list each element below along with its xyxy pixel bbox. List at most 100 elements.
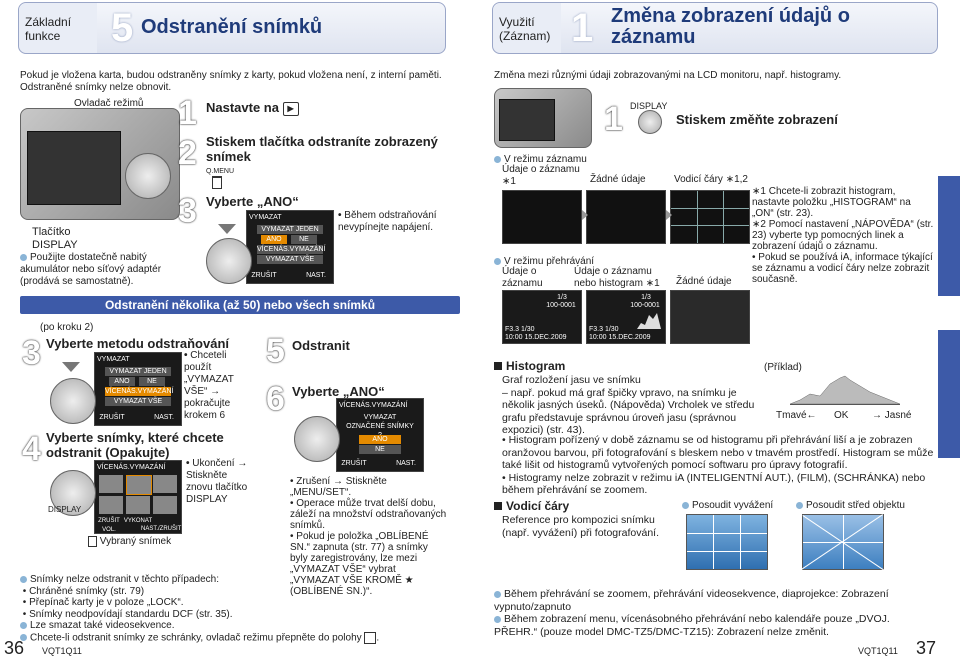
rec-label-none: Žádné údaje <box>590 174 646 185</box>
footnote-2: ∗2 Pomocí nastavení „NÁPOVĚDA“ (str. 23)… <box>752 219 934 252</box>
histogram-bullets: • Histogram pořízený v době záznamu se o… <box>502 434 934 497</box>
menu-cancel: ZRUŠIT <box>341 460 367 467</box>
thumbnail[interactable] <box>99 496 123 514</box>
bullet-icon <box>20 621 27 629</box>
clipboard-icon <box>364 631 377 644</box>
histogram-bullet: • Histogram pořízený v době záznamu se o… <box>502 434 934 471</box>
chapter-number: 5 <box>111 6 134 50</box>
menu-item-yes[interactable]: ANO <box>261 235 287 244</box>
menu-item-no[interactable]: NE <box>291 235 317 244</box>
step1-number: 1 <box>604 100 623 138</box>
thumbnail[interactable] <box>153 496 177 514</box>
step2-text: Stiskem tlačítka odstraníte zobrazený sn… <box>206 134 438 164</box>
menu-item-no[interactable]: NE <box>139 377 165 386</box>
delete-menu-screen: VYMAZAT VYMAZAT JEDEN ANO NE VÍCENÁS.VYM… <box>246 210 334 284</box>
section-bar-multi-delete: Odstranění několika (až 50) nebo všech s… <box>20 296 460 314</box>
histogram-example: (Příklad) <box>764 362 802 373</box>
footnote-mark: ∗2 <box>752 219 766 230</box>
play-screen-info: 1/3 100-0001 F3.3 1/30 10:00 15.DEC.2009 <box>502 290 582 344</box>
play-label-none: Žádné údaje <box>676 276 732 287</box>
qmenu-label: Q.MENU <box>206 168 234 175</box>
rec-mode-label: V režimu záznamu <box>494 154 587 166</box>
battery-note-text: Použijte dostatečně nabitý akumulátor ne… <box>20 252 162 287</box>
display-button-label: DISPLAY <box>630 101 668 111</box>
guide-balance-label: Posoudit vyvážení <box>682 500 773 512</box>
playback-icon: ▶ <box>282 101 299 116</box>
right-header: Využití (Záznam) 1 Změna zobrazení údajů… <box>492 2 938 54</box>
trash-icon <box>212 176 222 189</box>
thumbnail[interactable] <box>153 475 177 493</box>
m5-number: 5 <box>266 332 285 370</box>
guide-title: Vodicí čáry <box>506 499 570 513</box>
histogram-desc: Graf rozložení jasu ve snímku – např. po… <box>502 374 772 437</box>
m4-note: • Ukončení → Stiskněte znovu tlačítko DI… <box>186 458 248 505</box>
menu-item-yes[interactable]: ANO <box>109 377 135 386</box>
thumbnail[interactable] <box>99 475 123 493</box>
guide-photo-center <box>788 514 897 580</box>
confirm-no[interactable]: NE <box>359 445 401 454</box>
histogram-example-chart <box>790 374 900 405</box>
power-note: • Během odstraňování nevypínejte napájen… <box>338 210 437 233</box>
step3-number: 3 <box>178 192 197 230</box>
arrow-down-icon <box>218 224 236 234</box>
m5-text: Odstranit <box>292 338 350 353</box>
cannot-item-text: Chráněné snímky (str. 79) <box>29 585 145 597</box>
menu-item-delete-all[interactable]: VYMAZAT VŠE <box>105 397 171 406</box>
cannot-item-text: Přepínač karty je v poloze „LOCK“. <box>29 597 184 608</box>
from-step-label: (po kroku 2) <box>40 322 94 333</box>
m6-number: 6 <box>266 380 285 418</box>
guide-line <box>687 533 767 534</box>
menu-execute: VYKONAT <box>123 518 153 524</box>
menu-item-delete-all[interactable]: VYMAZAT VŠE <box>257 255 323 264</box>
note-cancel-text: Zrušení → Stiskněte „MENU/SET“. <box>290 476 387 498</box>
multi-select-screen: VÍCENÁS.VYMAZÁNÍ ZRUŠIT VOL. VYKONAT NAS… <box>94 460 182 534</box>
bullet-icon <box>20 253 27 261</box>
bullet-icon <box>494 590 501 598</box>
square-bullet-icon <box>494 502 502 510</box>
cannot-item: • Přepínač karty je v poloze „LOCK“. <box>20 597 184 608</box>
method-menu-screen: VYMAZAT VYMAZAT JEDEN ANO NE VÍCENÁS.VYM… <box>94 352 182 426</box>
guide-line <box>803 542 883 543</box>
camera-back-illustration <box>494 88 592 148</box>
thumbnail[interactable] <box>126 496 150 514</box>
menu-title: VYMAZAT <box>249 214 282 221</box>
arrow-right-icon <box>666 210 672 220</box>
guide-center-label: Posoudit střed objektu <box>796 500 905 512</box>
m6-text: Vyberte „ANO“ <box>292 384 385 399</box>
play-screen-none <box>670 290 750 344</box>
footnote-1: ∗1 Chcete-li zobrazit histogram, nastavt… <box>752 186 934 219</box>
m3-note: • Chceteli použít „VYMAZAT VŠE“ → pokrač… <box>184 350 234 421</box>
menu-item-delete-one[interactable]: VYMAZAT JEDEN <box>105 367 171 376</box>
play-exposure: F3.3 1/30 <box>589 326 619 333</box>
bullet-icon <box>796 501 803 509</box>
step1-text: Stiskem změňte zobrazení <box>676 112 838 127</box>
camera-lcd <box>499 99 555 141</box>
play-file: 100-0001 <box>546 302 576 309</box>
guide-line <box>697 191 698 243</box>
thumbnail[interactable] <box>126 475 152 495</box>
menu-item-multi-delete[interactable]: VÍCENÁS.VYMAZÁNÍ <box>105 387 174 396</box>
section-label: Využití (Záznam) <box>493 3 561 53</box>
guide-line <box>723 191 724 243</box>
selected-image-label: Vybraný snímek <box>88 536 171 548</box>
guide-line <box>713 515 714 569</box>
guide-line <box>740 515 741 569</box>
menu-cancel: ZRUŠIT <box>99 414 125 421</box>
movie-note: Lze smazat také videosekvence. <box>20 620 460 632</box>
m4-number: 4 <box>22 430 41 468</box>
m3-text: Vyberte metodu odstraňování <box>46 336 229 351</box>
note-favorite: • Pokud je položka „OBLÍBENÉ SN.“ zapnut… <box>290 531 429 597</box>
footnote-text: Chcete-li zobrazit histogram, nastavte p… <box>752 186 911 219</box>
zoom-note-text: Během přehrávání se zoomem, přehrávání v… <box>494 588 889 613</box>
bullet-icon <box>20 575 27 583</box>
confirm-yes[interactable]: ANO <box>359 435 401 444</box>
menu-title: VÍCENÁS.VYMAZÁNÍ <box>339 402 408 409</box>
clipboard-note-text: Chcete-li odstranit snímky ze schránky, … <box>30 632 362 644</box>
intro-text: Změna mezi různými údaji zobrazovanými n… <box>494 70 842 81</box>
camera-lcd <box>27 131 121 205</box>
menu-item-delete-one[interactable]: VYMAZAT JEDEN <box>257 225 323 234</box>
menu-item-multi-delete[interactable]: VÍCENÁS.VYMAZÁNÍ <box>257 245 326 254</box>
clipboard-note: Chcete-li odstranit snímky ze schránky, … <box>20 631 460 644</box>
guide-line <box>671 208 749 209</box>
cursor-pad-icon <box>294 416 340 462</box>
